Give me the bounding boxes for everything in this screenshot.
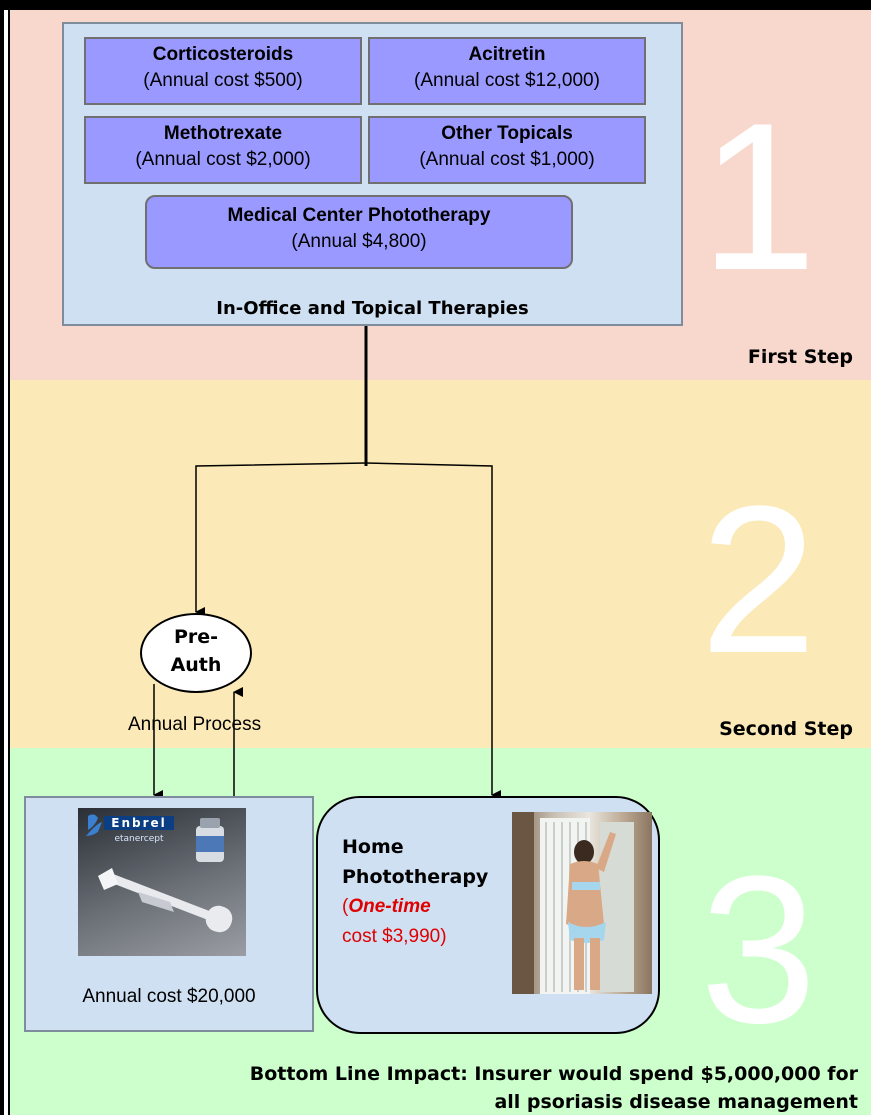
therapy-cost: (Annual cost $2,000) [135, 149, 311, 170]
preauth-node: Pre- Auth [140, 613, 252, 693]
enbrel-cost-caption: Annual cost $20,000 [82, 986, 256, 1007]
first-step-label: First Step [747, 346, 853, 368]
bottom-line-1: Bottom Line Impact: Insurer would spend … [249, 1063, 858, 1085]
annual-process-label: Annual Process [128, 714, 262, 735]
booth-picture [512, 812, 634, 994]
therapy-name: Medical Center Phototherapy [227, 205, 491, 226]
therapy-other-topicals: Other Topicals (Annual cost $1,000) [368, 116, 646, 184]
therapy-name: Acitretin [468, 44, 546, 65]
phototherapy-booth-image [512, 812, 652, 994]
top-border [0, 0, 871, 10]
therapy-acitretin: Acitretin (Annual cost $12,000) [368, 37, 646, 105]
therapy-cost: (Annual $4,800) [291, 231, 427, 252]
home-title-line2: Phototherapy [342, 866, 489, 888]
preauth-line1: Pre- [173, 626, 219, 648]
enbrel-product-image: Enbrel etanercept [78, 808, 246, 956]
bottom-line-2: all psoriasis disease management [494, 1091, 858, 1113]
second-step-label: Second Step [719, 718, 853, 740]
home-one-time: One-time [348, 896, 431, 917]
therapy-cost: (Annual cost $500) [143, 70, 303, 91]
therapy-cost: (Annual cost $1,000) [419, 149, 595, 170]
therapy-methotrexate: Methotrexate (Annual cost $2,000) [84, 116, 362, 184]
home-title-line1: Home [342, 836, 404, 858]
enbrel-picture: Enbrel etanercept [86, 814, 233, 933]
therapy-corticosteroids: Corticosteroids (Annual cost $500) [84, 37, 362, 105]
preauth-line2: Auth [170, 654, 222, 676]
enbrel-logo-text: Enbrel [111, 816, 167, 830]
step-1-number: 1 [700, 79, 817, 314]
therapy-cost: (Annual cost $12,000) [414, 70, 600, 91]
home-phototherapy-text: Home Phototherapy (One-time cost $3,990) [342, 832, 514, 952]
enbrel-logo-sub: etanercept [114, 834, 164, 844]
left-border [0, 0, 4, 1115]
therapy-name: Methotrexate [163, 123, 283, 144]
therapy-medical-center-phototherapy: Medical Center Phototherapy (Annual $4,8… [145, 195, 573, 269]
therapy-name: Other Topicals [441, 123, 573, 144]
therapies-caption: In-Office and Topical Therapies [216, 298, 529, 319]
therapy-name: Corticosteroids [152, 44, 294, 65]
bottom-line-impact: Bottom Line Impact: Insurer would spend … [12, 1060, 858, 1115]
step-3-number: 3 [700, 832, 817, 1067]
step-2-number: 2 [700, 462, 817, 697]
home-cost: cost $3,990) [342, 926, 447, 947]
home-cost-open-paren: ( [342, 896, 349, 917]
left-border-inner [8, 10, 10, 1115]
